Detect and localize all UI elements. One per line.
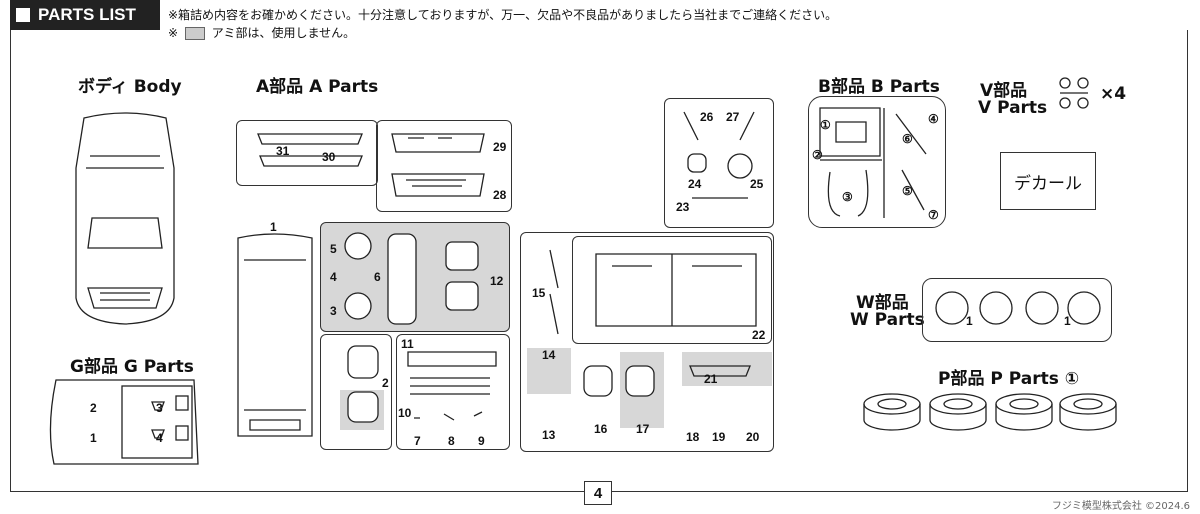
a-part-24: 24	[688, 177, 702, 191]
a-part-23: 23	[676, 200, 690, 214]
g-part-4: 4	[156, 431, 163, 445]
b-parts-frame-icon	[819, 107, 927, 218]
a-part-21: 21	[704, 372, 718, 386]
a-part-18: 18	[686, 430, 700, 444]
a-part-19: 19	[712, 430, 726, 444]
w-part-1a: 1	[966, 314, 973, 328]
decal-box: デカール	[1000, 152, 1096, 210]
a-part-29: 29	[493, 140, 507, 154]
a-part-8: 8	[448, 434, 455, 448]
g-part-3: 3	[156, 401, 163, 415]
b-parts-label: B部品 B Parts	[818, 77, 940, 97]
a-part-25: 25	[750, 177, 764, 191]
header-title: PARTS LIST	[38, 5, 136, 24]
v-parts-label-jp: V部品	[980, 81, 1028, 101]
b-part-7: ⑦	[928, 208, 939, 222]
a-part-5: 5	[330, 242, 337, 256]
a-part-31: 31	[276, 144, 290, 158]
note-line-2: ※ アミ部は、使用しません。	[168, 24, 355, 41]
v-parts-washer-icon	[1059, 77, 1089, 109]
a-part-22: 22	[752, 328, 766, 342]
a-part-10: 10	[398, 406, 412, 420]
g-parts-runner-icon	[49, 379, 199, 465]
w-parts-label-jp: W部品	[856, 293, 909, 313]
body-label: ボディ Body	[78, 77, 182, 97]
a-parts-interior-icon	[344, 232, 479, 325]
a-part-2: 2	[382, 376, 389, 390]
part-21-shaded	[682, 352, 772, 386]
a-part-28: 28	[493, 188, 507, 202]
a-part-7: 7	[414, 434, 421, 448]
w-runner	[922, 278, 1112, 342]
wiper-icon	[549, 249, 559, 335]
v-parts-quantity: ×4	[1100, 84, 1127, 104]
a-part-30: 30	[322, 150, 336, 164]
a-runner-29-28	[376, 120, 512, 212]
a-part-16: 16	[594, 422, 608, 436]
b-part-2: ②	[812, 148, 823, 162]
a-part-1: 1	[270, 220, 277, 234]
a-part-11: 11	[401, 337, 414, 351]
a-part-20: 20	[746, 430, 760, 444]
a-runner-floor-22	[572, 236, 772, 344]
g-part-1: 1	[90, 431, 97, 445]
a-runner-23-27	[664, 98, 774, 228]
steering-wheel-icon	[683, 111, 755, 199]
wheel-cap-icon	[935, 291, 1101, 325]
a-part-27: 27	[726, 110, 740, 124]
a-parts-grille-icon	[391, 133, 485, 197]
tire-icon	[863, 393, 1117, 431]
a-part-9: 9	[478, 434, 485, 448]
g-part-2: 2	[90, 401, 97, 415]
a-part-3: 3	[330, 304, 337, 318]
a-part-12: 12	[490, 274, 504, 288]
car-body-icon	[75, 112, 175, 325]
p-parts-label: P部品 P Parts ①	[938, 369, 1080, 389]
g-parts-label: G部品 G Parts	[70, 357, 194, 377]
a-runner-seat-2	[320, 334, 392, 450]
b-runner	[808, 96, 946, 228]
note-text: アミ部は、使用しません。	[211, 26, 356, 40]
a-runner-floor	[520, 232, 774, 452]
square-icon	[16, 8, 30, 22]
a-part-14: 14	[542, 348, 556, 362]
a-part-4: 4	[330, 270, 337, 284]
a-part-1-chassis-icon	[237, 233, 313, 437]
w-part-1b: 1	[1064, 314, 1071, 328]
a-runner-small-parts	[396, 334, 510, 450]
a-runner-31-30	[236, 120, 378, 186]
b-part-6: ⑥	[902, 132, 913, 146]
b-part-3: ③	[842, 190, 853, 204]
a-part-17: 17	[636, 422, 650, 436]
a-parts-dash-icon	[407, 351, 497, 421]
a-part-13: 13	[542, 428, 556, 442]
note-line-1: ※箱詰め内容をお確かめください。十分注意しておりますが、万一、欠品や不良品があり…	[168, 8, 838, 22]
b-part-1: ①	[820, 118, 831, 132]
part-14-shaded	[527, 348, 571, 394]
note-mark: ※	[168, 26, 179, 40]
hatch-swatch-icon	[184, 27, 205, 40]
copyright-text: フジミ模型株式会社 ©2024.6	[1051, 501, 1190, 512]
a-parts-bumper-icon	[257, 133, 363, 167]
parts-list-header: PARTS LIST	[10, 0, 160, 30]
floor-pan-icon	[595, 253, 757, 327]
a-part-15: 15	[532, 286, 546, 300]
seat-icon	[347, 345, 379, 423]
a-part-26: 26	[700, 110, 714, 124]
a-part-6: 6	[374, 270, 381, 284]
a-parts-label: A部品 A Parts	[256, 77, 379, 97]
w-parts-label-en: W Parts	[850, 310, 925, 330]
b-part-5: ⑤	[902, 184, 913, 198]
v-parts-label-en: V Parts	[978, 98, 1048, 118]
b-part-4: ④	[928, 112, 939, 126]
seats-icon	[583, 365, 751, 397]
page-number: 4	[584, 481, 612, 505]
